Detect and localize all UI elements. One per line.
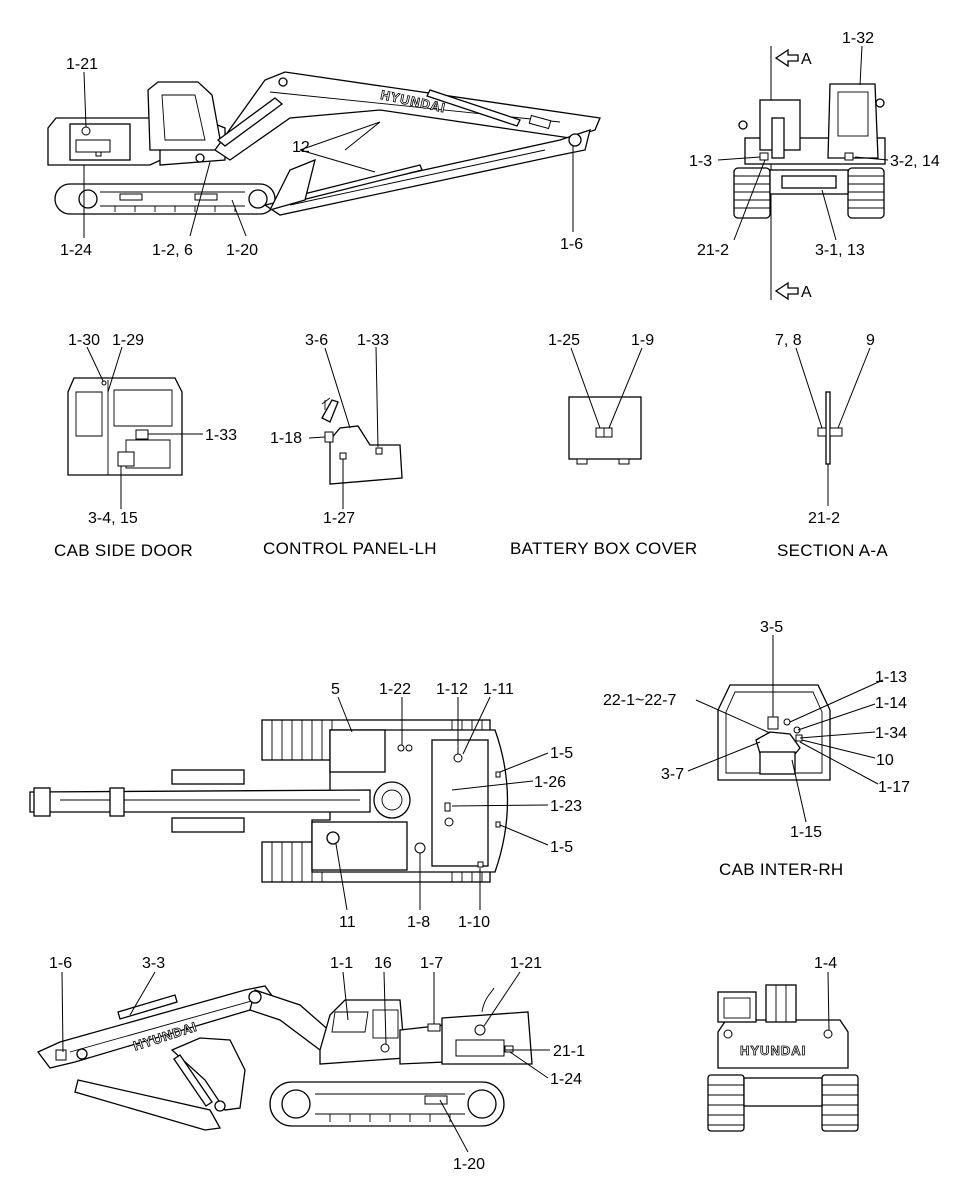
labels-section-a-a: 7, 8 9 21-2 SECTION A-A <box>775 332 888 560</box>
callout-label: 1-6 <box>560 236 583 253</box>
labels-plan-view: 5 1-22 1-12 1-11 1-5 1-26 1-23 1-5 11 1-… <box>331 681 582 931</box>
callout-label: 5 <box>331 681 340 698</box>
callout-label: 3-3 <box>142 955 165 972</box>
callout-label: 21-1 <box>553 1043 585 1060</box>
callout-label: 1-7 <box>420 955 443 972</box>
callout-label: 1-12 <box>436 681 468 698</box>
callout-label: 1-23 <box>550 798 582 815</box>
callout-label: 1-15 <box>790 824 822 841</box>
labels-side-view-lower: 1-6 3-3 1-1 16 1-7 1-21 21-1 1-24 1-20 <box>49 955 585 1173</box>
callout-label: 1-13 <box>875 669 907 686</box>
callout-label: 1-20 <box>226 242 258 259</box>
callout-label: 1-27 <box>323 510 355 527</box>
callout-label: 1-11 <box>483 681 514 698</box>
callout-label: 1-33 <box>357 332 389 349</box>
control-panel-view <box>308 346 403 509</box>
callout-label: 21-2 <box>697 242 729 259</box>
callout-label: 11 <box>339 914 356 931</box>
callout-label: 3-4, 15 <box>88 510 138 527</box>
callout-label: 3-6 <box>305 332 328 349</box>
view-title-control-panel: CONTROL PANEL-LH <box>263 539 437 558</box>
callout-label: 1-30 <box>68 332 100 349</box>
rear-view: HYUNDAI <box>707 971 859 1132</box>
callout-label: 1-1 <box>330 955 353 972</box>
callout-label: 12 <box>292 139 310 156</box>
callout-label: 3-1, 13 <box>815 242 865 259</box>
callout-label: 1-2, 6 <box>152 242 193 259</box>
callout-label: 3-5 <box>760 619 783 636</box>
callout-label: 22-1~22-7 <box>603 692 676 709</box>
labels-rear-view: 1-4 <box>814 955 837 972</box>
callout-label: 1-5 <box>550 745 573 762</box>
section-arrow-label: A <box>801 284 812 301</box>
callout-label: 16 <box>374 955 392 972</box>
side-view-upper: HYUNDAI <box>47 71 601 238</box>
section-arrow-label: A <box>801 51 812 68</box>
section-a-a-view <box>795 347 871 506</box>
callout-label: 1-21 <box>66 56 98 73</box>
labels-cab-interior-rh: 3-5 1-13 22-1~22-7 1-14 1-34 10 3-7 1-17… <box>603 619 910 879</box>
callout-label: 1-26 <box>534 774 566 791</box>
rear-brand-logo: HYUNDAI <box>740 1043 806 1058</box>
callout-label: 1-17 <box>878 779 910 796</box>
callout-label: 1-18 <box>270 430 302 447</box>
callout-label: 1-22 <box>379 681 411 698</box>
view-title-cab-side-door: CAB SIDE DOOR <box>54 541 193 560</box>
plan-view <box>29 696 549 911</box>
callout-label: 1-9 <box>631 332 654 349</box>
view-title-cab-interior-rh: CAB INTER-RH <box>719 860 844 879</box>
callout-label: 1-21 <box>510 955 542 972</box>
callout-label: 1-14 <box>875 695 907 712</box>
cab-interior-rh-view <box>687 635 884 823</box>
labels-control-panel: 3-6 1-33 1-18 1-27 CONTROL PANEL-LH <box>263 332 437 558</box>
callout-label: 7, 8 <box>775 332 802 349</box>
callout-label: 1-6 <box>49 955 72 972</box>
callout-label: 1-25 <box>548 332 580 349</box>
cab-side-door-view <box>67 346 203 509</box>
labels-cab-side-door: 1-30 1-29 1-33 3-4, 15 CAB SIDE DOOR <box>54 332 237 560</box>
callout-label: 1-24 <box>60 242 92 259</box>
callout-label: 10 <box>876 752 894 769</box>
callout-label: 3-7 <box>661 766 684 783</box>
labels-battery-box-cover: 1-25 1-9 BATTERY BOX COVER <box>510 332 697 558</box>
view-title-battery-box-cover: BATTERY BOX COVER <box>510 539 697 558</box>
side-view-lower: HYUNDAI <box>36 971 550 1153</box>
labels-front-view-upper: 1-32 1-3 3-2, 14 21-2 3-1, 13 <box>689 30 940 259</box>
labels-side-view-upper: 1-21 12 1-24 1-2, 6 1-20 1-6 <box>60 56 583 259</box>
callout-label: 21-2 <box>808 510 840 527</box>
battery-box-cover-view <box>568 347 643 465</box>
callout-label: 1-5 <box>550 839 573 856</box>
callout-label: 9 <box>866 332 875 349</box>
view-title-section-a-a: SECTION A-A <box>777 541 888 560</box>
callout-label: 1-24 <box>550 1071 582 1088</box>
callout-label: 3-2, 14 <box>890 153 940 170</box>
callout-label: 1-4 <box>814 955 837 972</box>
callout-label: 1-33 <box>205 427 237 444</box>
callout-label: 1-29 <box>112 332 144 349</box>
callout-label: 1-32 <box>842 30 874 47</box>
callout-label: 1-34 <box>875 725 907 742</box>
callout-label: 1-8 <box>407 914 430 931</box>
callout-label: 1-10 <box>458 914 490 931</box>
callout-label: 1-20 <box>453 1156 485 1173</box>
front-view-upper: A A <box>717 45 889 301</box>
callout-label: 1-3 <box>689 153 712 170</box>
